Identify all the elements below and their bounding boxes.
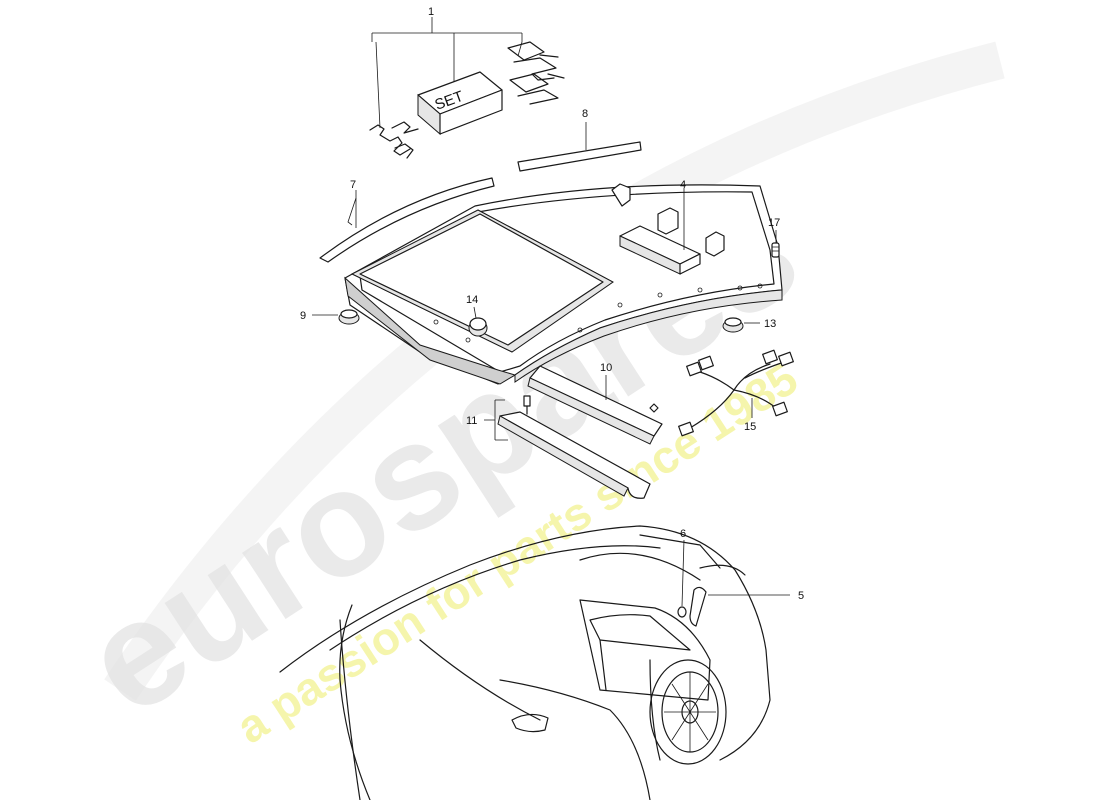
strip-8 bbox=[517, 122, 642, 172]
wheel bbox=[649, 659, 727, 765]
control-unit bbox=[619, 188, 701, 275]
hardware-set: SET bbox=[369, 17, 565, 159]
plug-14 bbox=[468, 306, 488, 337]
callout-11: 11 bbox=[466, 415, 477, 427]
callout-17: 17 bbox=[768, 217, 780, 229]
clip-left bbox=[369, 121, 419, 159]
trim-panel-10 bbox=[527, 365, 663, 445]
rail-11 bbox=[484, 395, 651, 499]
callout-7: 7 bbox=[350, 179, 356, 191]
set-box: SET bbox=[417, 71, 503, 136]
callout-14: 14 bbox=[466, 294, 478, 306]
callout-15: 15 bbox=[744, 421, 756, 433]
callout-5: 5 bbox=[798, 590, 804, 602]
callout-8: 8 bbox=[582, 108, 588, 120]
clip-6 bbox=[677, 539, 687, 618]
pin-17 bbox=[771, 230, 780, 258]
grommet-9 bbox=[312, 309, 360, 325]
callout-9: 9 bbox=[300, 310, 306, 322]
callouts: 1 4 5 6 7 8 9 10 11 13 14 15 17 bbox=[300, 6, 804, 602]
wiring-harness-15 bbox=[678, 349, 794, 437]
callout-1: 1 bbox=[428, 6, 434, 18]
clip-right bbox=[507, 41, 565, 105]
callout-10: 10 bbox=[600, 362, 612, 374]
callout-4: 4 bbox=[680, 179, 686, 191]
callout-6: 6 bbox=[680, 528, 686, 540]
roof-frame bbox=[344, 183, 783, 385]
car-outline bbox=[279, 525, 790, 800]
strip-5 bbox=[689, 586, 790, 627]
grommet-13 bbox=[722, 317, 760, 333]
callout-13: 13 bbox=[764, 318, 776, 330]
strip-7 bbox=[319, 177, 495, 263]
